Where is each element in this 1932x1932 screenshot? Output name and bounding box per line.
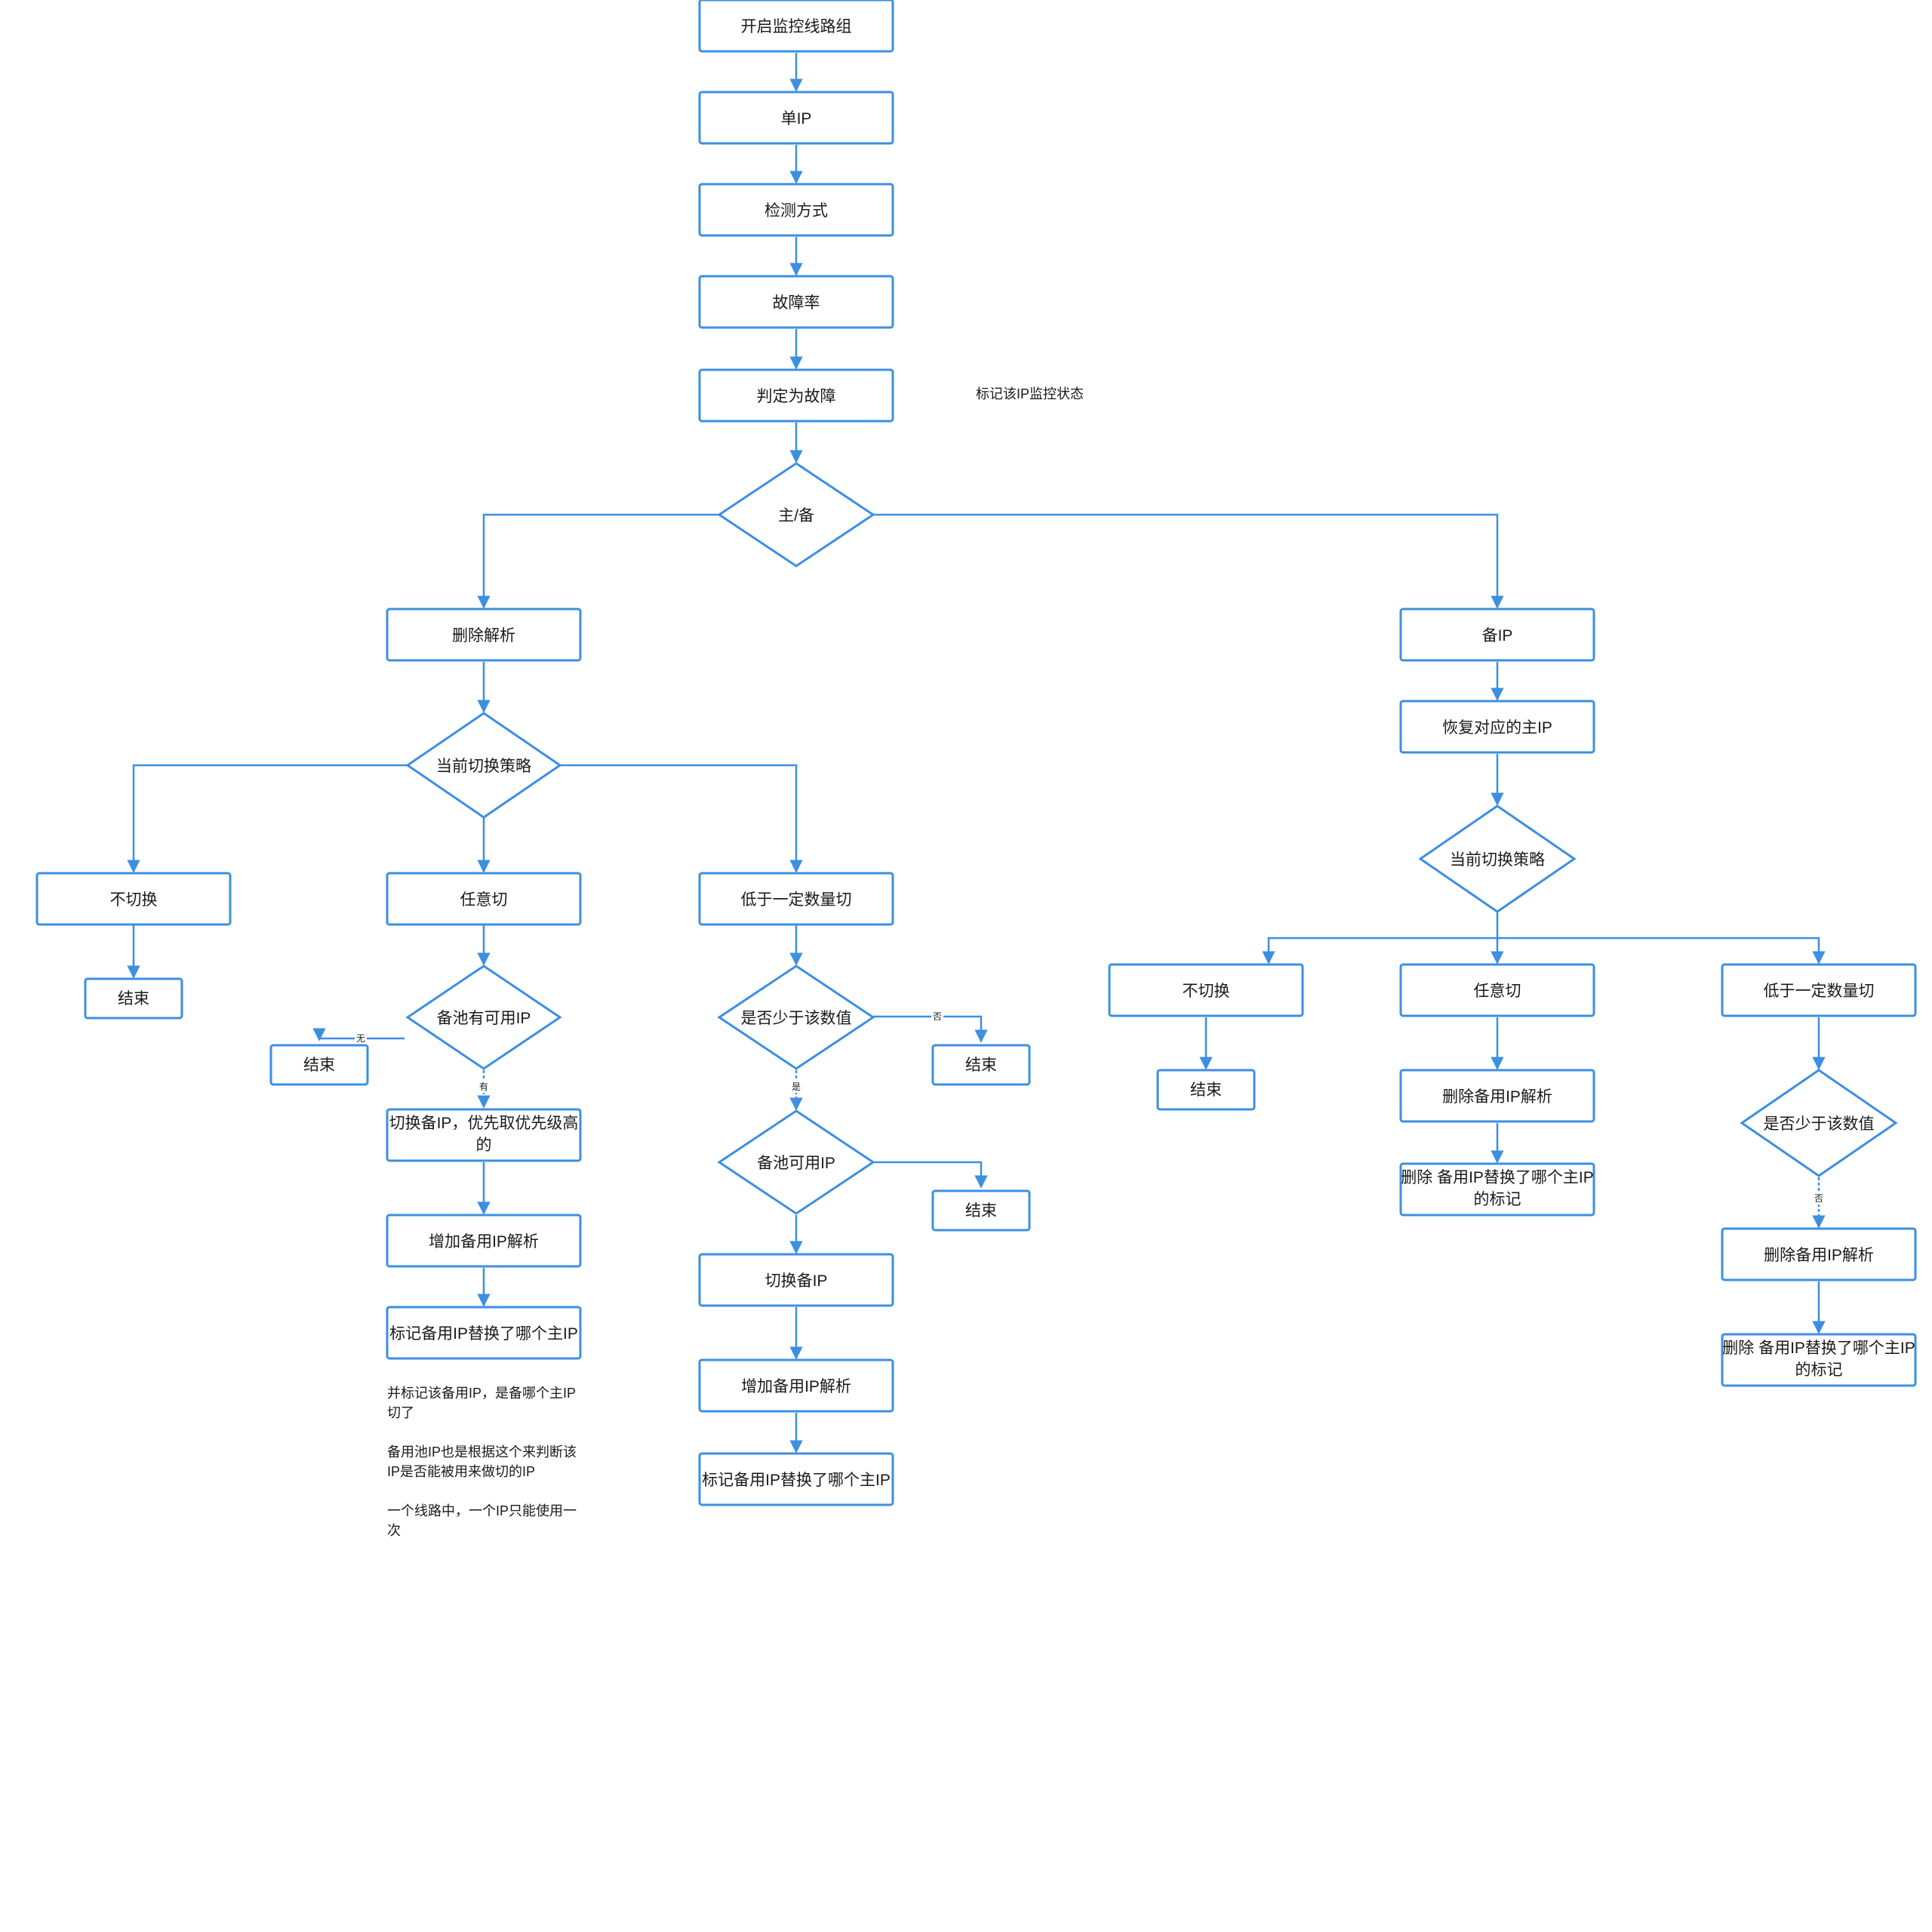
node-no-switch-right: 不切换: [1108, 963, 1304, 1017]
node-delete-mark-r2: 删除 备用IP替换了哪个主IP的标记: [1721, 1333, 1917, 1387]
edge-label-yes-shi: 是: [792, 1081, 801, 1092]
svg-text:开启监控线路组: 开启监控线路组: [741, 18, 852, 35]
node-end-left1: 结束: [84, 977, 183, 1020]
edge-right-to-no-switch: [1262, 937, 1497, 964]
svg-text:切换备IP: 切换备IP: [765, 1272, 828, 1290]
edge-label-no-fou: 否: [933, 1011, 942, 1022]
svg-text:故障率: 故障率: [773, 294, 820, 312]
edge-strategy-left-no-switch: [127, 764, 408, 873]
node-below-count-right: 低于一定数量切: [1721, 963, 1917, 1017]
node-restore-main: 恢复对应的主IP: [1399, 700, 1595, 754]
notes: 标记该IP监控状态 并标记该备用IP，是备哪个主IP 切了 备用池IP也是根据这…: [387, 386, 1084, 1538]
svg-text:当前切换策略: 当前切换策略: [1450, 851, 1545, 869]
node-start: 开启监控线路组: [698, 0, 894, 53]
svg-text:不切换: 不切换: [110, 891, 158, 909]
node-end-mid2: 结束: [931, 1189, 1031, 1232]
node-below-count-left: 低于一定数量切: [698, 872, 894, 926]
svg-text:单IP: 单IP: [781, 110, 812, 128]
svg-text:当前切换策略: 当前切换策略: [436, 758, 531, 775]
node-any-switch-left: 任意切: [386, 872, 582, 926]
svg-text:是否少于该数值: 是否少于该数值: [1764, 1115, 1875, 1133]
node-add-backup-resolve-left: 增加备用IP解析: [386, 1214, 582, 1268]
node-fail-rate: 故障率: [698, 275, 894, 329]
note-once-line1: 一个线路中，一个IP只能使用一: [387, 1503, 577, 1518]
svg-text:结束: 结束: [118, 990, 149, 1008]
node-delete-backup-resolve-r2: 删除备用IP解析: [1721, 1227, 1917, 1281]
svg-text:检测方式: 检测方式: [764, 202, 828, 220]
note-pool-judge-line1: 备用池IP也是根据这个来判断该: [387, 1444, 577, 1460]
node-mark-backup-left: 标记备用IP替换了哪个主IP: [386, 1306, 582, 1360]
edge-pool-end-mid2: [873, 1161, 988, 1189]
node-delete-mark-r1: 删除 备用IP替换了哪个主IP的标记: [1399, 1162, 1595, 1217]
svg-text:删除解析: 删除解析: [452, 627, 515, 645]
svg-text:备池有可用IP: 备池有可用IP: [437, 1010, 531, 1027]
svg-text:备池可用IP: 备池可用IP: [757, 1155, 835, 1172]
node-judge: 判定为故障: [698, 368, 894, 423]
svg-text:是否少于该数值: 是否少于该数值: [741, 1010, 852, 1027]
edge-less-end-no: [873, 1015, 988, 1043]
svg-text:结束: 结束: [303, 1057, 335, 1074]
node-less-than-value-right: 是否少于该数值: [1740, 1069, 1898, 1177]
node-no-switch-left: 不切换: [35, 872, 232, 926]
edge-label-no-fou-right: 否: [1814, 1193, 1823, 1204]
svg-text:增加备用IP解析: 增加备用IP解析: [429, 1233, 539, 1251]
edge-label-yes-have: 有: [479, 1081, 488, 1092]
node-pool-has-ip: 备池有可用IP: [405, 964, 562, 1070]
svg-text:恢复对应的主IP: 恢复对应的主IP: [1442, 719, 1552, 737]
svg-text:标记备用IP替换了哪个主IP: 标记备用IP替换了哪个主IP: [389, 1325, 578, 1343]
node-less-than-value-left: 是否少于该数值: [717, 964, 875, 1070]
svg-text:备IP: 备IP: [1482, 627, 1513, 645]
nodes: 开启监控线路组 单IP 检测方式 故障率 判定为故障 主/备 删除解析: [35, 0, 1917, 1506]
node-delete-backup-resolve-r1: 删除备用IP解析: [1399, 1069, 1595, 1123]
svg-text:标记备用IP替换了哪个主IP: 标记备用IP替换了哪个主IP: [702, 1472, 891, 1489]
edge-pool-end-no: [312, 1028, 405, 1041]
edge-labels: 无 有 否 是 否: [355, 1011, 1825, 1204]
edge-main-backup-backup-ip: [873, 513, 1504, 609]
svg-text:删除备用IP解析: 删除备用IP解析: [1764, 1247, 1874, 1264]
edge-main-backup-delete: [477, 513, 719, 609]
svg-text:删除备用IP解析: 删除备用IP解析: [1442, 1088, 1552, 1106]
note-mark-status: 标记该IP监控状态: [976, 386, 1084, 401]
svg-text:低于一定数量切: 低于一定数量切: [741, 891, 852, 909]
edges: [127, 53, 1826, 1454]
svg-text:判定为故障: 判定为故障: [757, 388, 836, 405]
svg-text:任意切: 任意切: [460, 891, 508, 909]
note-once-line2: 次: [387, 1523, 401, 1538]
node-mark-backup-mid: 标记备用IP替换了哪个主IP: [698, 1452, 894, 1506]
svg-text:任意切: 任意切: [1474, 983, 1521, 1000]
edge-label-no: 无: [356, 1033, 365, 1044]
node-single-ip: 单IP: [698, 91, 894, 145]
svg-text:结束: 结束: [1190, 1081, 1222, 1099]
node-add-backup-resolve-mid: 增加备用IP解析: [698, 1358, 894, 1413]
svg-text:结束: 结束: [965, 1202, 997, 1220]
node-end-left2: 结束: [269, 1044, 369, 1086]
node-end-right: 结束: [1156, 1069, 1256, 1111]
svg-text:增加备用IP解析: 增加备用IP解析: [741, 1378, 851, 1395]
node-backup-ip: 备IP: [1399, 608, 1595, 662]
svg-text:主/备: 主/备: [778, 507, 814, 525]
svg-text:低于一定数量切: 低于一定数量切: [1764, 983, 1875, 1000]
node-switch-backup: 切换备IP: [698, 1253, 894, 1307]
svg-text:不切换: 不切换: [1183, 983, 1230, 1000]
node-pool-available: 备池可用IP: [717, 1109, 875, 1215]
node-strategy-left: 当前切换策略: [405, 712, 562, 819]
node-switch-backup-priority: 切换备IP，优先取优先级高的: [386, 1108, 582, 1162]
node-detect: 检测方式: [698, 183, 894, 237]
edge-strategy-left-below: [560, 764, 803, 873]
node-main-backup: 主/备: [717, 462, 875, 568]
node-any-switch-right: 任意切: [1399, 963, 1595, 1017]
note-mark-backup-line2: 切了: [387, 1405, 414, 1420]
node-strategy-right: 当前切换策略: [1418, 804, 1577, 913]
node-end-mid1: 结束: [931, 1044, 1031, 1086]
note-mark-backup-line1: 并标记该备用IP，是备哪个主IP: [387, 1386, 576, 1401]
note-pool-judge-line2: IP是否能被用来做切的IP: [387, 1464, 535, 1479]
node-delete-resolve: 删除解析: [386, 608, 582, 662]
edge-right-to-below: [1497, 937, 1826, 964]
svg-text:结束: 结束: [965, 1057, 997, 1074]
